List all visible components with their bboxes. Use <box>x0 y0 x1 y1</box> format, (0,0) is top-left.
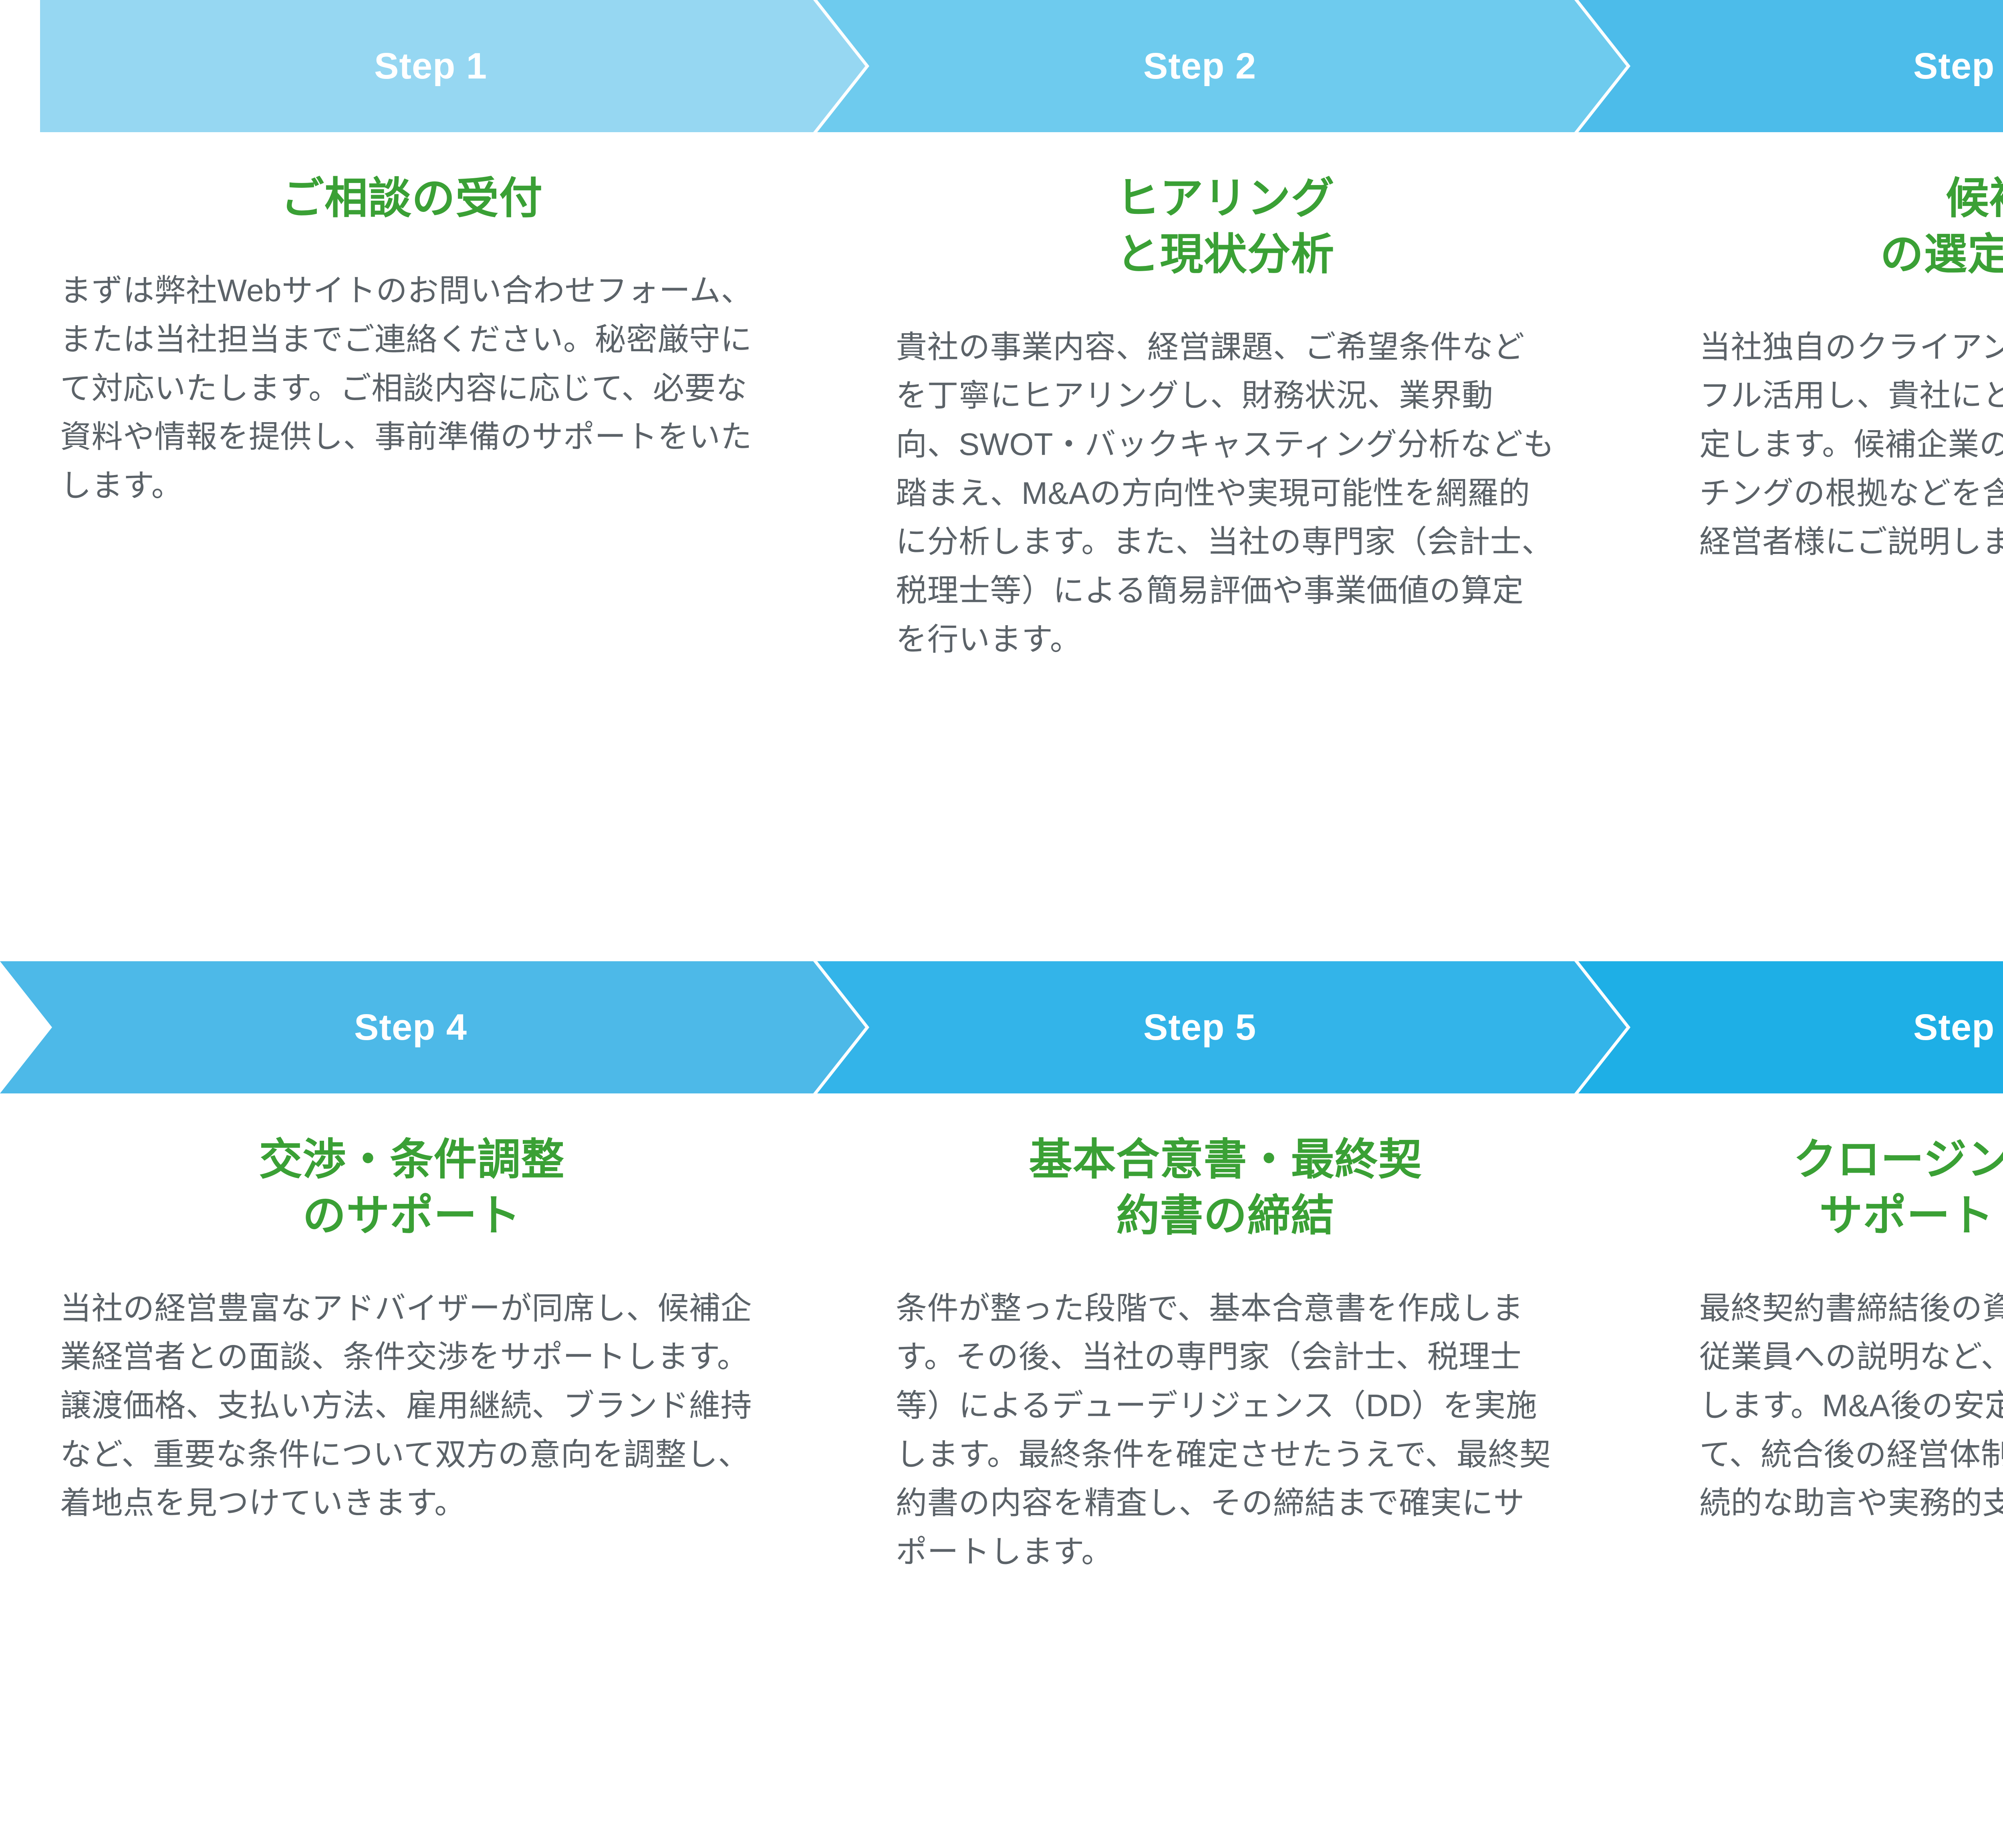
step-body-6: 最終契約書締結後の資本移動、社内業務対応、従業員への説明など、クロージング業務を… <box>1699 1290 2003 1521</box>
process-row-1: Step 1 Step 2 Step 3 ご相談の受付 まずは弊社Webサイトの… <box>0 0 2003 657</box>
step-title-4: 交渉・条件調整 のサポート <box>259 1135 565 1240</box>
step-body-4: 当社の経営豊富なアドバイザーが同席し、候補企業経営者との面談、条件交渉をサポート… <box>60 1290 752 1521</box>
step-content-row-1: ご相談の受付 まずは弊社Webサイトのお問い合わせフォーム、または当社担当までご… <box>0 132 2003 664</box>
chevron-step-5: Step 5 <box>817 961 1626 1093</box>
step-body-5: 条件が整った段階で、基本合意書を作成します。その後、当社の専門家（会計士、税理士… <box>896 1290 1551 1570</box>
chevron-step-2: Step 2 <box>817 0 1626 132</box>
step-label-5: Step 5 <box>1143 1007 1257 1048</box>
chevron-step-4: Step 4 <box>0 961 865 1093</box>
step-body-2: 貴社の事業内容、経営課題、ご希望条件などを丁寧にヒアリングし、財務状況、業界動向… <box>896 329 1555 657</box>
step-card-6: クロージングとアフター サポート（PMI支援） 最終契約書締結後の資本移動、社内… <box>1603 1093 2003 1576</box>
step-banner-row-2: Step 4 Step 5 Step 6 <box>0 961 2003 1093</box>
process-row-2: Step 4 Step 5 Step 6 交渉・条件調整 のサポート 当社の経営… <box>0 961 2003 1569</box>
step-title-6: クロージングとアフター サポート（PMI支援） <box>1793 1135 2003 1240</box>
step-card-3: 候補企業 の選定とご提案 当社独自のクライアント基盤やネットワークをフル活用し、… <box>1603 132 2003 664</box>
step-body-1: まずは弊社Webサイトのお問い合わせフォーム、または当社担当までご連絡ください。… <box>60 273 753 503</box>
step-card-5: 基本合意書・最終契 約書の締結 条件が整った段階で、基本合意書を作成します。その… <box>802 1093 1603 1576</box>
step-card-2: ヒアリング と現状分析 貴社の事業内容、経営課題、ご希望条件などを丁寧にヒアリン… <box>802 132 1603 664</box>
step-label-1: Step 1 <box>374 46 488 87</box>
step-title-1: ご相談の受付 <box>280 174 543 222</box>
step-body-3: 当社独自のクライアント基盤やネットワークをフル活用し、貴社にとって最適な候補企業… <box>1699 329 2003 560</box>
step-card-4: 交渉・条件調整 のサポート 当社の経営豊富なアドバイザーが同席し、候補企業経営者… <box>0 1093 802 1576</box>
step-banner-row-1: Step 1 Step 2 Step 3 <box>0 0 2003 132</box>
step-label-3: Step 3 <box>1913 46 1995 87</box>
step-title-2: ヒアリング と現状分析 <box>1116 174 1335 279</box>
chevron-step-3: Step 3 <box>1578 0 2003 132</box>
step-title-3: 候補企業 の選定とご提案 <box>1880 174 2003 279</box>
chevron-step-6: Step 6 <box>1578 961 2003 1093</box>
step-label-6: Step 6 <box>1913 1007 1995 1048</box>
step-title-5: 基本合意書・最終契 約書の締結 <box>1029 1135 1422 1240</box>
step-content-row-2: 交渉・条件調整 のサポート 当社の経営豊富なアドバイザーが同席し、候補企業経営者… <box>0 1093 2003 1576</box>
step-label-4: Step 4 <box>354 1007 468 1048</box>
step-card-1: ご相談の受付 まずは弊社Webサイトのお問い合わせフォーム、または当社担当までご… <box>0 132 802 664</box>
chevron-step-1: Step 1 <box>40 0 865 132</box>
step-label-2: Step 2 <box>1143 46 1257 87</box>
